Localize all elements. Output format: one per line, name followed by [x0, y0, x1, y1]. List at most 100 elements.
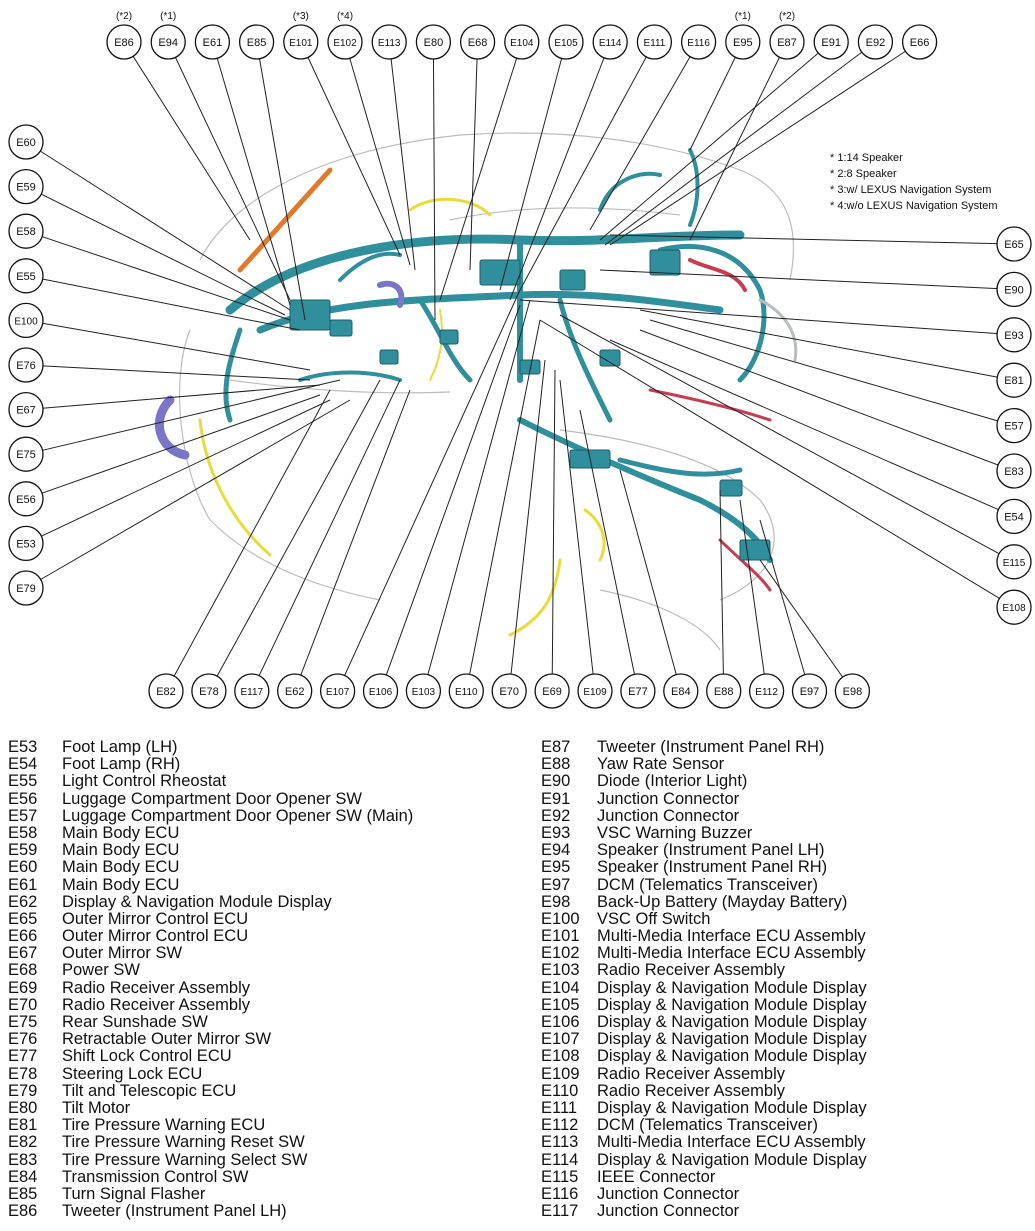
- legend-name: DCM (Telematics Transceiver): [597, 1116, 818, 1135]
- connector-label: E79: [16, 583, 36, 595]
- callout-circle: [238, 24, 275, 60]
- connector-label: E115: [1003, 558, 1026, 569]
- leader-line: [337, 289, 521, 692]
- legend-code: E94: [541, 841, 571, 860]
- legend-code: E61: [8, 875, 38, 894]
- legend-name: Transmission Control SW: [62, 1167, 249, 1186]
- callout-circle: [996, 226, 1032, 262]
- callout-circle: [148, 673, 184, 709]
- connector-label: E117: [240, 687, 263, 698]
- callout-circle: [362, 673, 399, 709]
- legend-code: E92: [541, 806, 571, 825]
- leader-line: [432, 41, 436, 321]
- legend-name: Outer Mirror Control ECU: [62, 909, 249, 928]
- leader-line: [519, 41, 655, 291]
- legend-row: E70 Radio Receiver Assembly: [8, 995, 413, 1014]
- connector-label: E111: [643, 38, 665, 49]
- legend-name: Junction Connector: [597, 806, 740, 825]
- connector-label: E55: [16, 271, 36, 283]
- connector-label: E91: [821, 37, 841, 49]
- connector-block: [289, 299, 331, 331]
- legend-name: Main Body ECU: [62, 858, 180, 877]
- legend-code: E76: [8, 1030, 38, 1049]
- connector-label: E68: [468, 37, 488, 49]
- legend-row: E59 Main Body ECU: [8, 841, 413, 860]
- legend-name: Display & Navigation Module Display: [62, 892, 332, 911]
- wire: [429, 309, 443, 381]
- wire: [223, 327, 243, 423]
- callout-circle: [996, 544, 1032, 580]
- leader-line: [25, 186, 286, 316]
- wire: [598, 171, 662, 212]
- callout-circle: [901, 24, 938, 60]
- wire: [508, 558, 562, 637]
- connector-label: E101: [289, 38, 313, 49]
- leader-line: [25, 394, 321, 500]
- connector-label: E81: [1004, 375, 1024, 387]
- leader-line: [256, 41, 306, 321]
- leader-line: [579, 409, 639, 692]
- legend-code: E83: [8, 1150, 38, 1169]
- legend-name: Radio Receiver Assembly: [62, 995, 250, 1014]
- callout-circle: [663, 673, 699, 709]
- connector-label: E97: [800, 686, 820, 698]
- legend-code: E59: [8, 841, 38, 860]
- connector-note: (*1): [735, 11, 751, 22]
- legend-code: E103: [541, 961, 580, 980]
- callout-circle: [234, 673, 270, 709]
- legend-code: E87: [541, 738, 571, 756]
- legend-name: Outer Mirror Control ECU: [62, 927, 249, 946]
- leader-line: [469, 41, 479, 271]
- callout-circle: [405, 673, 442, 709]
- legend-name: Display & Navigation Module Display: [597, 1047, 867, 1066]
- connector-label: E90: [1004, 284, 1024, 296]
- callout-circle: [8, 391, 44, 428]
- callout-circle: [8, 302, 44, 339]
- legend-code: E60: [8, 858, 38, 877]
- leader-line: [25, 379, 341, 455]
- legend-code: E91: [541, 789, 571, 808]
- connector-label: E106: [369, 687, 393, 698]
- legend-code: E98: [541, 892, 571, 911]
- legend-code: E113: [541, 1133, 579, 1152]
- wire: [198, 418, 272, 557]
- legend-name: Turn Signal Flasher: [62, 1184, 206, 1203]
- connector-label: E82: [156, 686, 176, 698]
- callout-circle: [8, 570, 44, 606]
- legend-name: Foot Lamp (LH): [62, 738, 178, 756]
- callout-circle: [8, 481, 44, 517]
- leader-line: [208, 379, 381, 692]
- legend-code: E84: [8, 1167, 38, 1186]
- callout-circle: [319, 673, 356, 709]
- callout-circle: [491, 673, 527, 709]
- callout-circle: [680, 24, 717, 60]
- leader-line: [167, 41, 291, 301]
- legend-code: E70: [8, 995, 38, 1014]
- leader-line: [294, 389, 411, 692]
- leader-line: [211, 41, 291, 306]
- connector-label: E93: [1004, 330, 1024, 342]
- callout-circle: [577, 673, 613, 709]
- legend-name: Main Body ECU: [62, 841, 180, 860]
- wire: [237, 167, 333, 273]
- leader-line: [559, 379, 596, 692]
- legend-name: Tire Pressure Warning Reset SW: [62, 1133, 305, 1152]
- leader-line: [719, 489, 725, 692]
- leader-line: [25, 275, 301, 331]
- leader-line: [465, 319, 541, 692]
- wire: [718, 538, 772, 592]
